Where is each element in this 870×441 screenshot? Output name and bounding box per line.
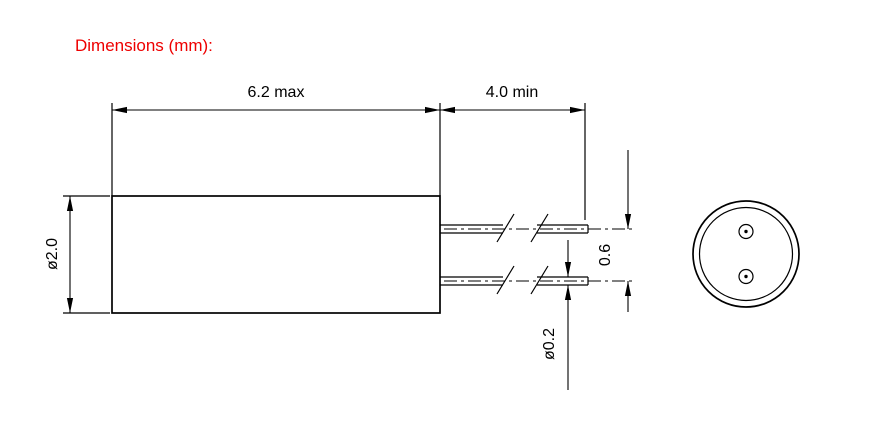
body-length-label: 6.2 max xyxy=(248,84,305,101)
lead-bottom-edges xyxy=(440,276,589,286)
lead-wire-bottom xyxy=(440,265,634,295)
end-view xyxy=(692,200,800,308)
body-diameter-label: ø2.0 xyxy=(44,238,61,270)
pin-bottom-center-dot xyxy=(744,274,748,279)
dimension-lead-spacing: 0.6 xyxy=(597,150,632,312)
dimension-lead-diameter: ø0.2 xyxy=(541,240,572,390)
dimension-body-length: 6.2 max xyxy=(111,84,441,196)
lead-top-edges xyxy=(440,224,589,234)
case-outer-circle xyxy=(692,200,800,308)
dimension-body-diameter: ø2.0 xyxy=(44,195,110,314)
pin-bottom xyxy=(738,268,754,285)
pin-bottom-circle xyxy=(738,268,754,285)
lead-top-break-marks xyxy=(496,213,549,243)
lead-spacing-label: 0.6 xyxy=(597,244,614,266)
extension-lines-body-length xyxy=(111,103,441,196)
pin-top-center-dot xyxy=(744,229,748,234)
pin-top-circle xyxy=(738,223,754,240)
side-view xyxy=(111,195,634,314)
pin-top xyxy=(738,223,754,240)
case-inner-circle xyxy=(698,206,794,302)
dimension-lead-length: 4.0 min xyxy=(440,84,586,220)
lead-length-label: 4.0 min xyxy=(486,84,538,101)
crystal-body-outline xyxy=(111,195,441,314)
drawing-title: Dimensions (mm): xyxy=(75,36,213,55)
lead-bottom-break-marks xyxy=(496,265,549,295)
lead-wire-top xyxy=(440,213,634,243)
lead-diameter-label: ø0.2 xyxy=(541,328,558,360)
